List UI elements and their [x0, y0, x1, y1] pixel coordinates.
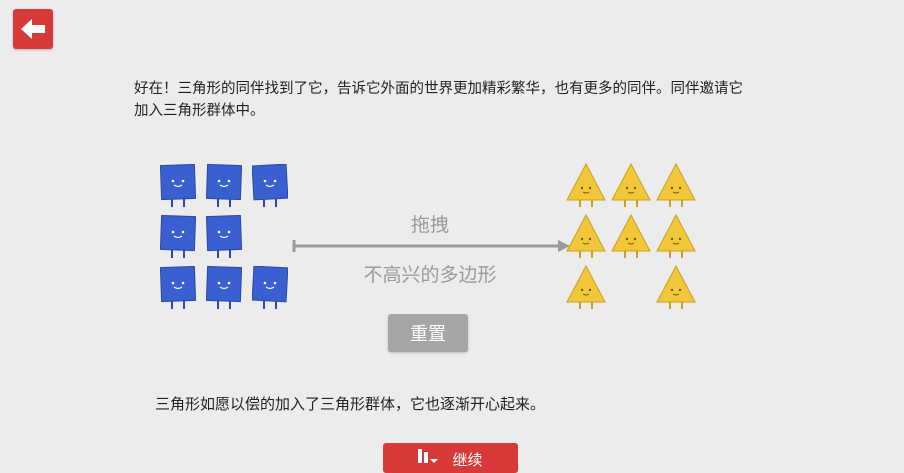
square-character[interactable]: [206, 164, 242, 208]
continue-icon: [418, 449, 439, 463]
reset-button[interactable]: 重置: [388, 314, 468, 352]
story-outro-text: 三角形如愿以偿的加入了三角形群体，它也逐渐开心起来。: [155, 395, 546, 413]
triangle-character[interactable]: [655, 162, 697, 208]
triangle-character[interactable]: [655, 264, 697, 310]
triangle-character[interactable]: [655, 213, 697, 259]
drag-arrow-icon: [292, 240, 570, 252]
square-character[interactable]: [252, 266, 288, 310]
triangle-character[interactable]: [610, 213, 652, 259]
triangle-character[interactable]: [565, 264, 607, 310]
triangle-character[interactable]: [610, 162, 652, 208]
back-button[interactable]: [13, 9, 53, 49]
triangle-character[interactable]: [565, 162, 607, 208]
drag-label: 拖拽: [410, 214, 449, 236]
polygon-stage: 拖拽 不高兴的多边形: [0, 150, 904, 330]
continue-button[interactable]: 继续: [383, 443, 518, 473]
continue-label: 继续: [452, 451, 483, 469]
story-intro-text: 好在！三角形的同伴找到了它，告诉它外面的世界更加精彩繁华，也有更多的同伴。同伴邀…: [134, 81, 743, 119]
square-character[interactable]: [160, 215, 196, 259]
square-character[interactable]: [252, 164, 288, 208]
square-character[interactable]: [206, 215, 242, 259]
target-label: 不高兴的多边形: [363, 264, 497, 286]
square-character[interactable]: [160, 164, 196, 208]
square-character[interactable]: [206, 266, 242, 310]
arrow-left-icon: [21, 19, 45, 39]
triangle-character[interactable]: [565, 213, 607, 259]
square-character[interactable]: [160, 266, 196, 310]
